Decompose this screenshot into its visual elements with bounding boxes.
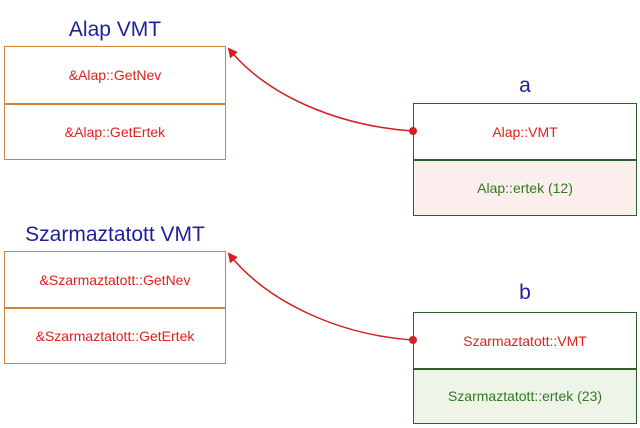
alap-vmt-divider	[5, 103, 225, 105]
szarmaztatott-vmt-entry-getnev: &Szarmaztatott::GetNev	[39, 271, 191, 288]
arrow-b-origin-dot	[409, 336, 417, 344]
szarmaztatott-vmt-entry-getertek: &Szarmaztatott::GetErtek	[35, 327, 195, 344]
arrow-b-to-szarmaztatott-vmt	[227, 252, 414, 341]
arrow-a-to-alap-vmt	[227, 47, 414, 132]
arrow-a-origin-dot	[409, 127, 417, 135]
object-a-member: Alap::ertek (12)	[414, 160, 636, 215]
object-b-divider	[414, 368, 636, 370]
alap-vmt-title: Alap VMT	[68, 18, 162, 41]
object-b-member: Szarmaztatott::ertek (23)	[414, 369, 636, 423]
object-b-vmt-pointer: Szarmaztatott::VMT	[414, 313, 636, 368]
object-a-title: a	[519, 74, 531, 97]
object-b-box: Szarmaztatott::VMT Szarmaztatott::ertek …	[413, 312, 637, 424]
szarmaztatott-vmt-table: &Szarmaztatott::GetNev &Szarmaztatott::G…	[4, 251, 226, 364]
object-b-title: b	[519, 281, 531, 304]
object-a-vmt-pointer: Alap::VMT	[414, 104, 636, 159]
szarmaztatott-vmt-title: Szarmaztatott VMT	[25, 223, 205, 246]
object-a-divider	[414, 159, 636, 161]
alap-vmt-entry-getnev: &Alap::GetNev	[68, 67, 162, 83]
alap-vmt-table: &Alap::GetNev &Alap::GetErtek	[4, 46, 226, 160]
szarmaztatott-vmt-divider	[5, 307, 225, 309]
alap-vmt-entry-getertek: &Alap::GetErtek	[64, 123, 166, 140]
object-a-box: Alap::VMT Alap::ertek (12)	[413, 103, 637, 216]
